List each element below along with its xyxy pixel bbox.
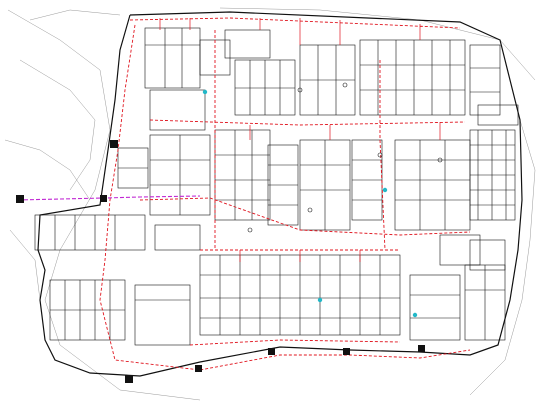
top-right-grid bbox=[299, 39, 501, 116]
marker-symbols bbox=[16, 82, 443, 383]
left-mid-block bbox=[34, 147, 201, 251]
red-drops bbox=[159, 18, 441, 262]
lower-center-block bbox=[199, 254, 401, 336]
building-outline bbox=[37, 11, 523, 377]
lower-left-block bbox=[49, 279, 191, 346]
right-center-block bbox=[394, 139, 506, 271]
red-service-routes bbox=[99, 17, 471, 371]
lower-right-block bbox=[409, 264, 506, 341]
